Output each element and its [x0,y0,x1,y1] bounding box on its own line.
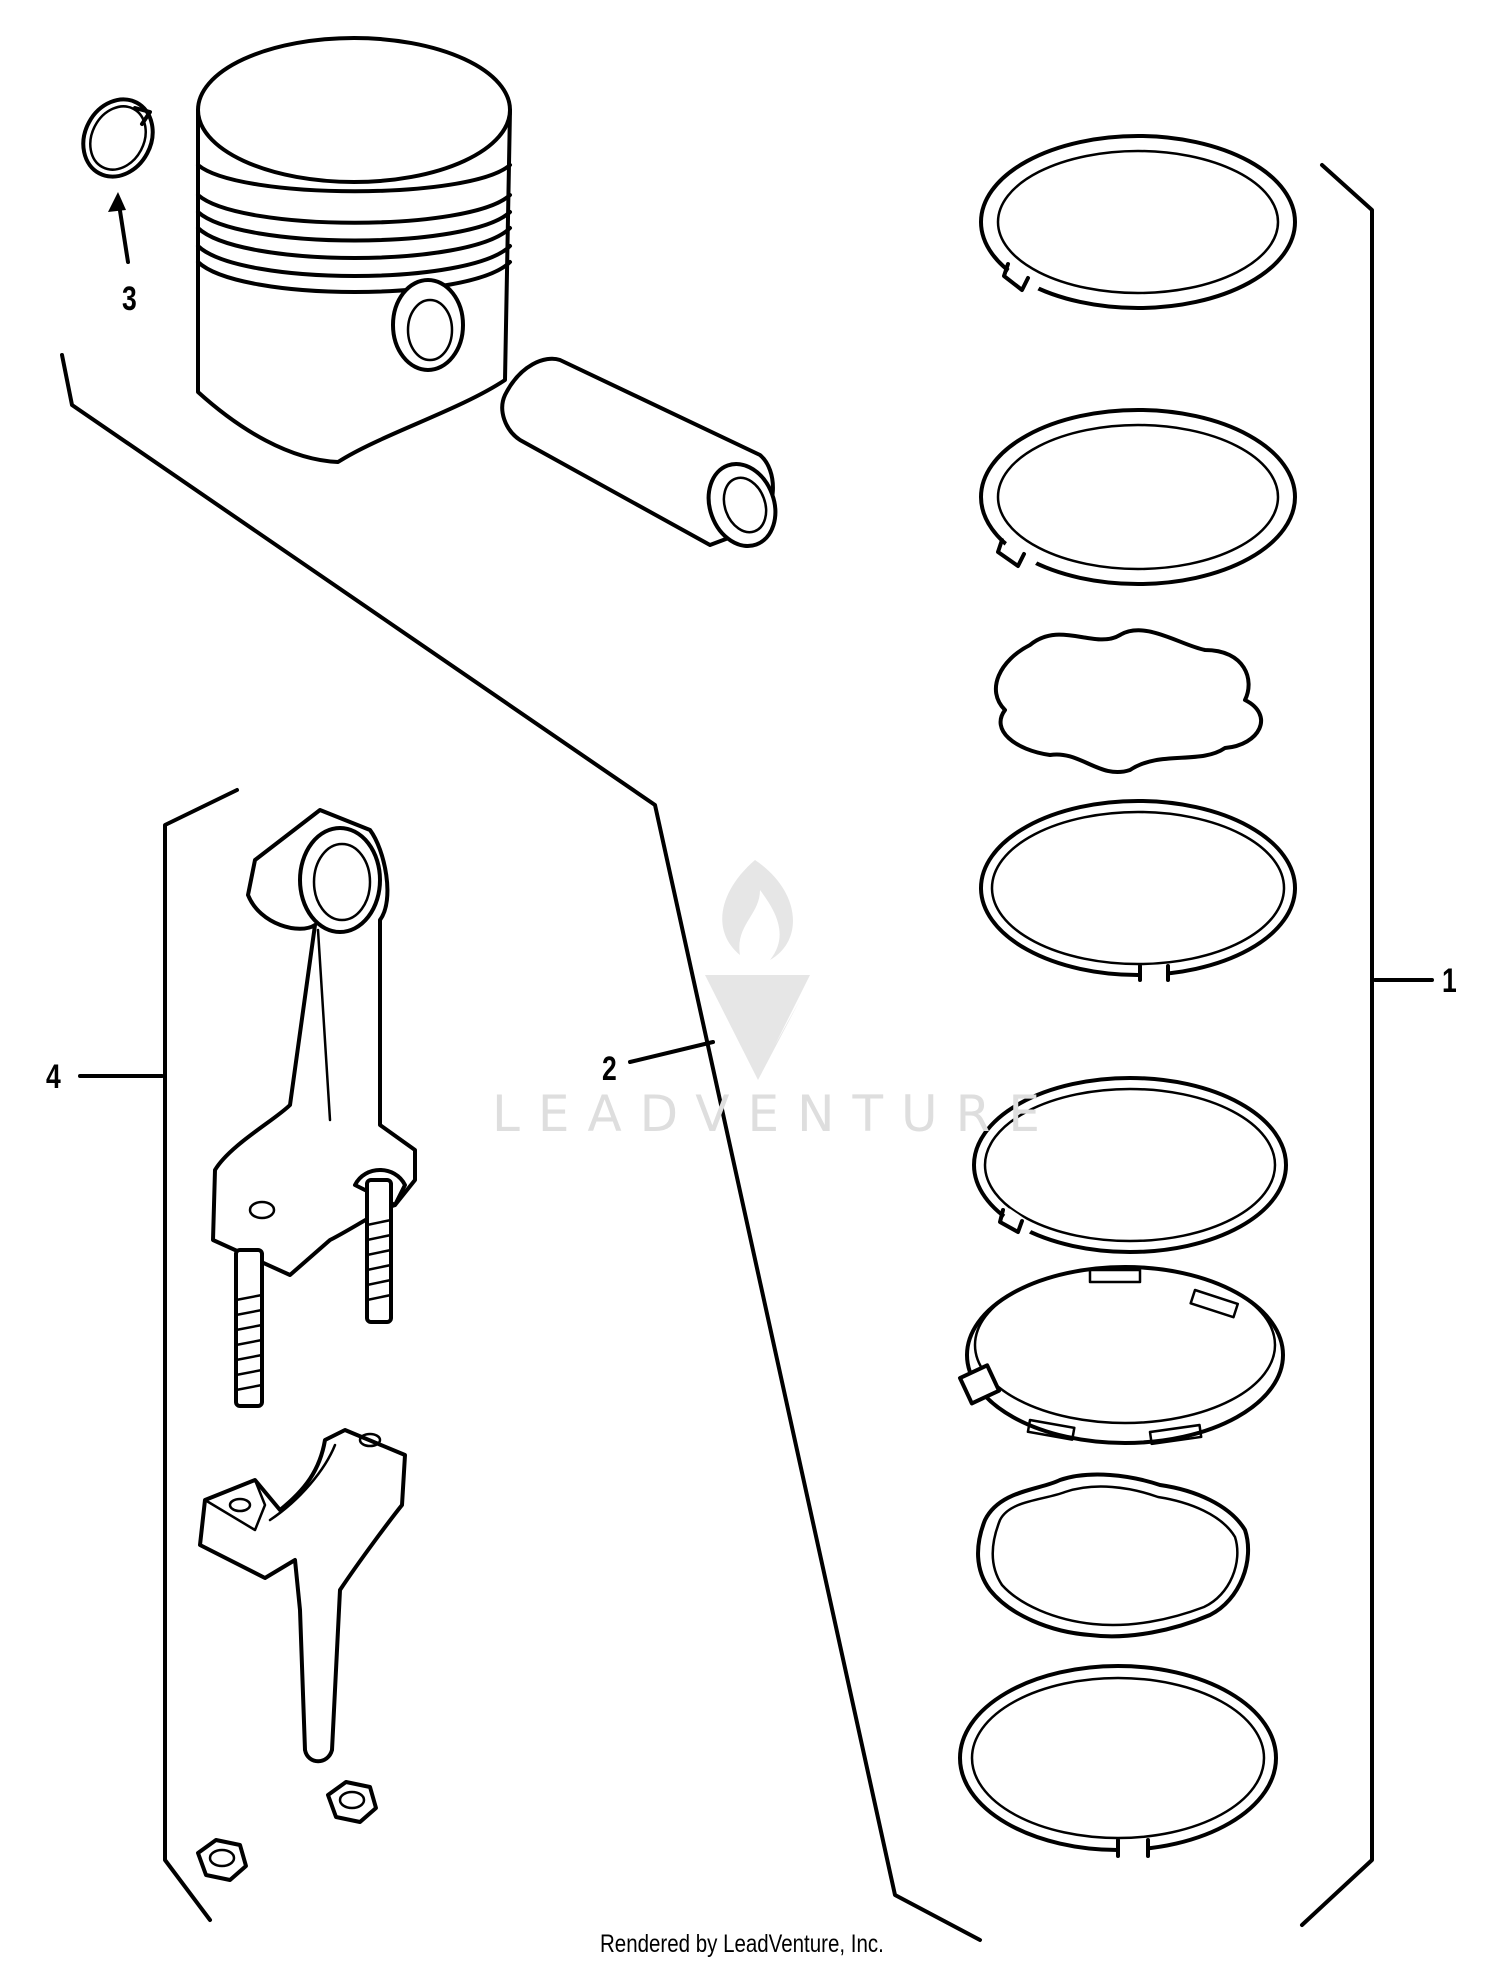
retainer-clip [81,97,155,179]
compression-ring-top [979,134,1297,310]
oil-control-ring-slotted [957,1265,1285,1446]
watermark-logo [705,860,810,1080]
ring-set-bracket [1300,163,1374,1927]
ring-expander-wavy [993,628,1264,774]
connecting-rod [211,808,417,1277]
rod-bolt-left [234,1248,264,1408]
callout-connecting-rod: 4 [46,1058,61,1096]
ring-expander-crimp-edge [991,1485,1239,1627]
rod-bolt-right [365,1178,393,1324]
compression-ring-second [979,408,1297,586]
retainer-leader-arrow [108,192,130,264]
watermark-text: LEADVENTURE [492,1085,1058,1143]
callout-ring-set: 1 [1442,962,1457,1000]
piston [196,36,512,464]
connecting-rod-bracket [163,788,239,1922]
callout-piston-assembly: 2 [602,1050,617,1088]
ring-expander-crimped [976,1472,1251,1639]
oil-ring-rail-bottom [958,1664,1278,1858]
callout-retainer: 3 [122,280,137,318]
oil-ring-rail-lower [972,1076,1288,1254]
piston-assembly-bracket [60,353,982,1942]
piston-pin [500,356,778,548]
oil-ring-rail-upper [979,799,1297,983]
connecting-rod-cap [198,1428,407,1764]
rod-nut-lower [196,1838,248,1882]
footer-credit: Rendered by LeadVenture, Inc. [600,1930,884,1958]
piston-assembly-leader [628,1040,715,1064]
rod-nut-upper [326,1780,378,1824]
